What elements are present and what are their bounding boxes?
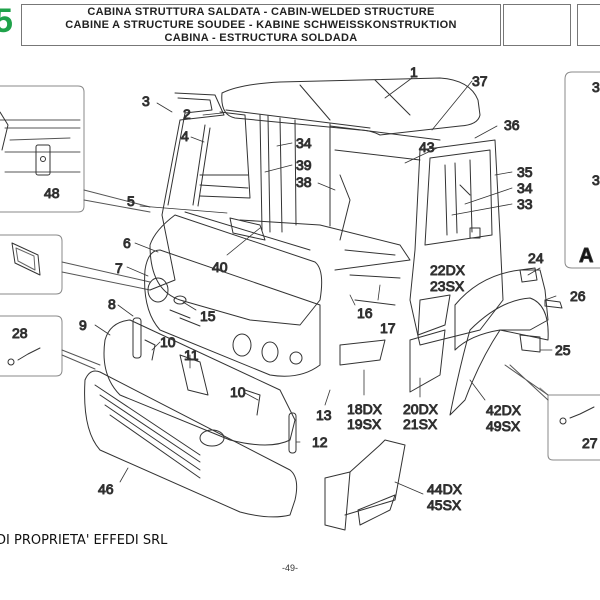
callout-labels: 1 2 3 4 5 6 7 8 9 10 10 11 12 13 15 16 1… bbox=[12, 64, 600, 514]
callout-40: 40 bbox=[212, 259, 228, 275]
callout-7: 7 bbox=[115, 260, 123, 276]
callout-49sx: 49SX bbox=[486, 418, 521, 434]
part-floor bbox=[239, 219, 411, 366]
callout-34a: 34 bbox=[296, 135, 312, 151]
callout-1: 1 bbox=[410, 64, 418, 80]
part-roof bbox=[221, 77, 481, 136]
inset-a-number-2: 3 bbox=[592, 172, 600, 188]
callout-11: 11 bbox=[184, 347, 199, 363]
title-line-it-en: CABINA STRUTTURA SALDATA - CABIN-WELDED … bbox=[87, 6, 435, 18]
callout-33: 33 bbox=[517, 196, 533, 212]
callout-8: 8 bbox=[108, 296, 116, 312]
callout-15: 15 bbox=[200, 308, 216, 324]
header-side-box-2 bbox=[577, 4, 600, 46]
callout-3: 3 bbox=[142, 93, 150, 109]
callout-45sx: 45SX bbox=[427, 497, 462, 513]
callout-43: 43 bbox=[419, 139, 435, 155]
callout-46: 46 bbox=[98, 481, 114, 497]
callout-22dx: 22DX bbox=[430, 262, 466, 278]
part-fender bbox=[449, 267, 563, 416]
inset-a-label: A bbox=[579, 245, 593, 267]
title-box: CABINA STRUTTURA SALDATA - CABIN-WELDED … bbox=[21, 4, 501, 46]
callout-35: 35 bbox=[517, 164, 533, 180]
callout-13: 13 bbox=[316, 407, 332, 423]
part-door bbox=[409, 139, 504, 346]
page-number: -49- bbox=[282, 563, 299, 573]
callout-24: 24 bbox=[528, 250, 544, 266]
callout-27: 27 bbox=[582, 435, 598, 451]
callout-25: 25 bbox=[555, 342, 571, 358]
inset-rivet-27 bbox=[539, 387, 600, 461]
callout-6: 6 bbox=[123, 235, 131, 251]
callout-39: 39 bbox=[296, 157, 312, 173]
callout-44dx: 44DX bbox=[427, 481, 463, 497]
inset-hinge-48 bbox=[0, 85, 85, 213]
inset-vent-grille bbox=[0, 234, 63, 295]
callout-5: 5 bbox=[127, 193, 135, 209]
callout-17: 17 bbox=[380, 320, 396, 336]
callout-28: 28 bbox=[12, 325, 28, 341]
callout-20dx: 20DX bbox=[403, 401, 439, 417]
callout-21sx: 21SX bbox=[403, 416, 438, 432]
part-front-upper bbox=[149, 211, 323, 326]
callout-34b: 34 bbox=[517, 180, 533, 196]
header-side-box bbox=[503, 4, 571, 46]
callout-19sx: 19SX bbox=[347, 416, 382, 432]
callout-4: 4 bbox=[181, 128, 189, 144]
callout-18dx: 18DX bbox=[347, 401, 383, 417]
inset-a-number-1: 3 bbox=[592, 79, 600, 95]
callout-26: 26 bbox=[570, 288, 586, 304]
ownership-notice: DI PROPRIETA' EFFEDI SRL bbox=[0, 533, 168, 548]
part-bumper-lower bbox=[84, 370, 298, 518]
callout-12: 12 bbox=[312, 434, 328, 450]
callout-16: 16 bbox=[357, 305, 373, 321]
callout-37: 37 bbox=[472, 73, 488, 89]
part-left-side bbox=[149, 92, 251, 291]
callout-9: 9 bbox=[79, 317, 87, 333]
inset-detail-A bbox=[564, 71, 600, 269]
callout-10a: 10 bbox=[160, 334, 176, 350]
callout-48: 48 bbox=[44, 185, 60, 201]
callout-38: 38 bbox=[296, 174, 312, 190]
title-line-es: CABINA - ESTRUCTURA SOLDADA bbox=[164, 32, 358, 44]
inset-rivet-28 bbox=[0, 315, 63, 377]
part-step-box bbox=[324, 439, 406, 531]
callout-2: 2 bbox=[183, 106, 191, 122]
part-bumper-upper bbox=[103, 317, 297, 454]
callout-42dx: 42DX bbox=[486, 402, 522, 418]
section-number: 5 bbox=[0, 2, 13, 40]
part-step-panel bbox=[409, 294, 451, 393]
leader-lines bbox=[94, 77, 557, 495]
callout-10b: 10 bbox=[230, 384, 246, 400]
title-line-fr-de: CABINE A STRUCTURE SOUDEE - KABINE SCHWE… bbox=[65, 19, 457, 31]
callout-23sx: 23SX bbox=[430, 278, 465, 294]
part-front-mask bbox=[144, 249, 321, 377]
callout-36: 36 bbox=[504, 117, 520, 133]
part-rear-frame bbox=[259, 114, 441, 241]
